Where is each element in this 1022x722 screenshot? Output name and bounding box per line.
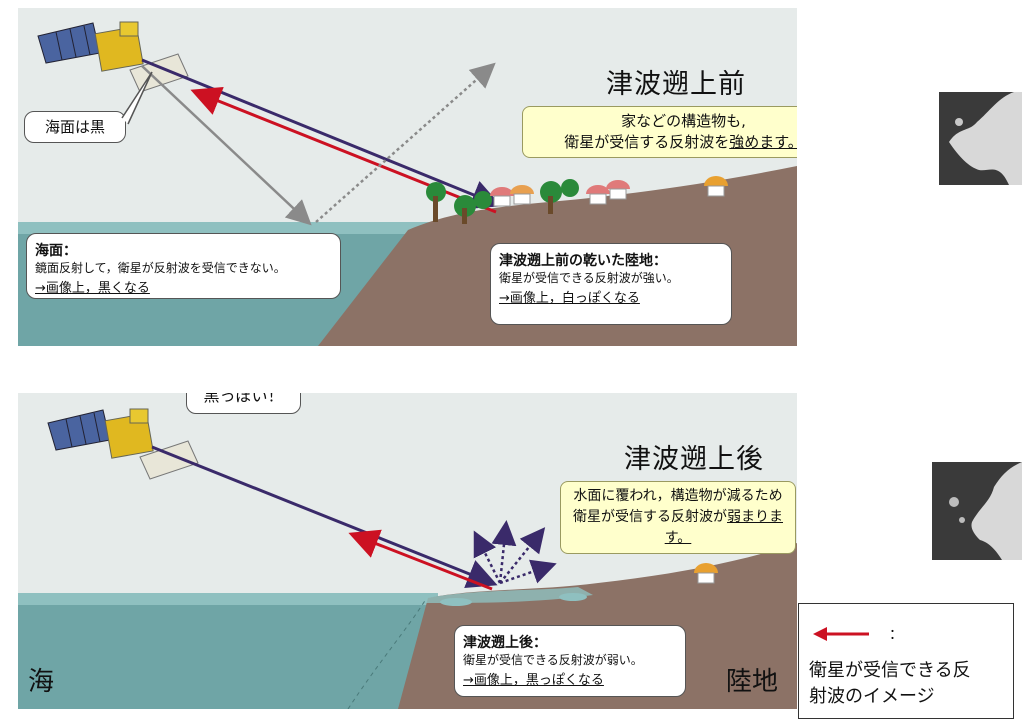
satellite bbox=[47, 408, 199, 480]
after-info-line2: 衛星が受信する反射波が bbox=[573, 509, 727, 525]
legend-text-line1: 衛星が受信できる反 bbox=[809, 660, 971, 681]
land-label: 陸地 bbox=[726, 667, 779, 697]
after-land-explanation-box: 津波遡上後： 衛星が受信できる反射波が弱い。 →画像上，黒っぽくなる bbox=[454, 625, 686, 697]
sea-explanation-text: 鏡面反射して，衛星が反射波を受信できない。 bbox=[35, 261, 286, 275]
callout-pointer bbox=[121, 71, 153, 125]
after-title: 津波遡上後 bbox=[624, 444, 764, 475]
houses bbox=[694, 563, 718, 584]
legend-colon: ： bbox=[889, 627, 903, 643]
before-tsunami-panel: 津波遡上前 家などの構造物も, 衛星が受信する反射波を強めます。 海面は黒 海面… bbox=[18, 8, 797, 346]
inundation-water bbox=[426, 587, 593, 603]
dark-speech-bubble-text: 黒っぽい！ bbox=[203, 393, 284, 405]
sea-label: 海 bbox=[28, 667, 55, 697]
sea-explanation-result: →画像上，黒くなる bbox=[35, 281, 150, 296]
before-title: 津波遡上前 bbox=[606, 69, 746, 100]
sea-dark-callout: 海面は黒 bbox=[24, 111, 126, 143]
legend-text: 衛星が受信できる反 射波のイメージ bbox=[809, 658, 971, 710]
trees bbox=[426, 179, 579, 224]
before-info-box: 家などの構造物も, 衛星が受信する反射波を強めます。 bbox=[522, 106, 797, 158]
after-info-box: 水面に覆われ，構造物が減るため 衛星が受信する反射波が弱まります。 bbox=[560, 481, 796, 554]
land-explanation-box: 津波遡上前の乾いた陸地： 衛星が受信できる反射波が強い。 →画像上，白っぽくなる bbox=[490, 243, 732, 325]
before-info-emphasis: 強めます。 bbox=[729, 133, 797, 151]
sea-dark-callout-text: 海面は黒 bbox=[44, 118, 105, 136]
land-explanation-heading: 津波遡上前の乾いた陸地： bbox=[499, 253, 667, 269]
after-land-text: 衛星が受信できる反射波が弱い。 bbox=[463, 653, 643, 667]
before-info-line1: 家などの構造物も, bbox=[621, 112, 746, 130]
incident-ray bbox=[151, 445, 498, 589]
legend-box: ： 衛星が受信できる反 射波のイメージ bbox=[798, 603, 1014, 719]
incident-ray bbox=[141, 58, 502, 209]
before-info-line2: 衛星が受信する反射波を bbox=[564, 133, 730, 151]
reflected-ray bbox=[348, 529, 493, 591]
legend-text-line2: 射波のイメージ bbox=[809, 686, 935, 707]
land-explanation-text: 衛星が受信できる反射波が強い。 bbox=[499, 271, 679, 285]
after-info-line1: 水面に覆われ，構造物が減るため bbox=[573, 488, 783, 504]
sea-explanation-box: 海面： 鏡面反射して，衛星が反射波を受信できない。 →画像上，黒くなる bbox=[26, 233, 341, 299]
land-explanation-result: →画像上，白っぽくなる bbox=[499, 291, 640, 306]
after-land-result: →画像上，黒っぽくなる bbox=[463, 673, 604, 688]
after-land-heading: 津波遡上後： bbox=[463, 635, 547, 651]
sar-image-before bbox=[939, 92, 1022, 185]
dark-speech-bubble: 黒っぽい！ bbox=[186, 393, 301, 414]
sea-explanation-heading: 海面： bbox=[35, 243, 77, 259]
sea bbox=[18, 593, 438, 709]
after-tsunami-panel: 黒っぽい！ 津波遡上後 水面に覆われ，構造物が減るため 衛星が受信する反射波が弱… bbox=[18, 393, 797, 709]
specular-incident bbox=[141, 65, 312, 226]
sar-image-after bbox=[932, 462, 1022, 560]
houses bbox=[490, 176, 728, 207]
scatter-rays bbox=[473, 520, 557, 585]
legend-red-arrow-icon bbox=[813, 627, 869, 641]
sea-surface bbox=[18, 222, 438, 234]
after-info-emphasis: 弱まります。 bbox=[664, 509, 783, 546]
